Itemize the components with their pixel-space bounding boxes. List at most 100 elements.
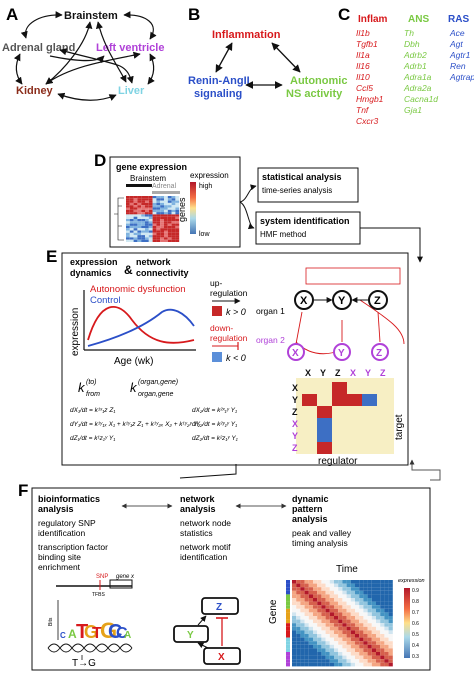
label-gene-x: gene x xyxy=(116,574,135,580)
heatmap-f-cell xyxy=(388,662,393,667)
cluster-bar-cell xyxy=(286,619,290,624)
heatmap-f-cell xyxy=(346,634,351,638)
heatmap-f-cell xyxy=(350,619,355,624)
heatmap-f-cell xyxy=(388,594,393,598)
heatmap-d-cell xyxy=(137,202,142,206)
heatmap-f-cell xyxy=(380,623,385,627)
heatmap-f-cell xyxy=(388,652,393,656)
heatmap-d-cell xyxy=(145,221,149,224)
heatmap-d-cell xyxy=(148,202,153,206)
expression-dynamics-plot: expression Age (wk) Autonomic dysfunctio… xyxy=(70,284,196,367)
heatmap-d-cell xyxy=(152,200,157,203)
node-adrenal-gland: Adrenal gland xyxy=(2,42,75,54)
heatmap-f-cell xyxy=(304,583,309,588)
heatmap-f-cell xyxy=(308,630,313,634)
heatmap-d-cell xyxy=(156,223,161,226)
swatch-down xyxy=(212,352,222,362)
heatmap-f-cell xyxy=(304,634,309,638)
heatmap-f-cell xyxy=(304,637,309,642)
heatmap-f-cell xyxy=(313,605,318,609)
logo-letter: T xyxy=(92,625,102,642)
heatmap-d-cell xyxy=(129,202,134,206)
heatmap-f-cell xyxy=(367,644,372,649)
heatmap-d-cell xyxy=(148,214,153,217)
heatmap-f-cell xyxy=(292,655,297,660)
heatmap-f-cell xyxy=(300,616,305,620)
heatmap-f-cell xyxy=(380,594,385,598)
logo-letter: C xyxy=(116,625,128,642)
heatmap-d-cell xyxy=(160,221,164,224)
label-down-regulation: regulation xyxy=(210,333,248,343)
regulation-legend: up- regulation k > 0 down- regulation k … xyxy=(210,278,285,363)
heatmap-f-cell xyxy=(342,641,347,645)
heatmap-f-cell xyxy=(363,601,368,606)
heatmap-d-cell xyxy=(164,223,168,226)
heatmap-f-cell xyxy=(329,619,334,624)
eq-dy1: dY₁/dt = k¹ʸ₁ₓ X₁ + k¹ʸ₁z Z₁ + k¹ʸ₂ₓ X₂ … xyxy=(70,421,201,428)
heatmap-d-cell xyxy=(129,237,134,240)
heatmap-f-cell xyxy=(367,608,372,613)
heatmap-f-cell xyxy=(350,598,355,602)
heatmap-f-cell xyxy=(388,634,393,638)
heatmap-f-cell xyxy=(338,630,343,634)
e-to-f-connector xyxy=(179,464,237,479)
heatmap-d-cell xyxy=(167,230,172,233)
heatmap-f-cell xyxy=(329,652,334,656)
heatmap-f-cell xyxy=(313,648,318,652)
ans-gene-4: Adra1a xyxy=(403,72,432,82)
heatmap-d-cell xyxy=(164,216,168,219)
heatmap-d-cell xyxy=(152,196,157,199)
heatmap-f-cell xyxy=(321,612,326,616)
heatmap-d-cell xyxy=(171,223,176,226)
heatmap-d-cell xyxy=(164,200,168,203)
heatmap-d-cell xyxy=(164,205,168,208)
cluster-bar-cell xyxy=(286,637,290,642)
heatmap-f-cell xyxy=(304,662,309,667)
heatmap-d-cell xyxy=(133,221,138,224)
heatmap-f-cell xyxy=(334,619,339,624)
heatmap-d-cell xyxy=(141,212,145,215)
cluster-bar-cell xyxy=(286,634,290,638)
label-signaling: signaling xyxy=(194,88,242,100)
heatmap-f-cell xyxy=(338,608,343,613)
heatmap-f-cell xyxy=(304,608,309,613)
heatmap-f-cell xyxy=(371,623,376,627)
heatmap-f-cell xyxy=(313,601,318,606)
heatmap-d-cell xyxy=(164,221,168,224)
heatmap-d-cell xyxy=(152,209,157,213)
cluster-bar-cell xyxy=(286,612,290,616)
heatmap-f-cell xyxy=(376,644,381,649)
heatmap-f-cell xyxy=(338,662,343,667)
heatmap-f-cell xyxy=(300,641,305,645)
heatmap-f-cell xyxy=(359,608,364,613)
heatmap-d-cell xyxy=(167,214,172,217)
heatmap-f-cell xyxy=(292,634,297,638)
heatmap-f-cell xyxy=(355,583,360,588)
heatmap-d-cell xyxy=(160,200,164,203)
heatmap-f-cell xyxy=(338,652,343,656)
heatmap-f-cell xyxy=(334,652,339,656)
heatmap-d-cell xyxy=(164,196,168,199)
heatmap-d-cell xyxy=(167,209,172,213)
heatmap-f-cell xyxy=(388,590,393,595)
heatmap-f-cell xyxy=(380,648,385,652)
heatmap-d-cell xyxy=(141,205,145,208)
heatmap-f-cell xyxy=(367,655,372,660)
inflam-gene-0: Il1b xyxy=(356,28,370,38)
heatmap-d-cell xyxy=(160,209,164,213)
heatmap-d-cell xyxy=(164,228,168,231)
heatmap-d-cell xyxy=(164,239,168,242)
cluster-bar-cell xyxy=(286,659,290,663)
matrix-row-0: X xyxy=(292,383,298,393)
k-from-to-sup: (to) xyxy=(86,379,97,386)
heatmap-f-cell xyxy=(313,637,318,642)
heatmap-d-cell xyxy=(126,205,130,208)
heatmap-f-cell xyxy=(321,659,326,663)
heatmap-f-cell xyxy=(355,637,360,642)
heatmap-f-cell xyxy=(308,580,313,584)
heatmap-f-cell xyxy=(363,587,368,591)
heatmap-f-cell xyxy=(359,619,364,624)
heatmap-f-cell xyxy=(388,626,393,631)
heatmap-d-cell xyxy=(152,212,157,215)
heatmap-f-cell xyxy=(313,623,318,627)
